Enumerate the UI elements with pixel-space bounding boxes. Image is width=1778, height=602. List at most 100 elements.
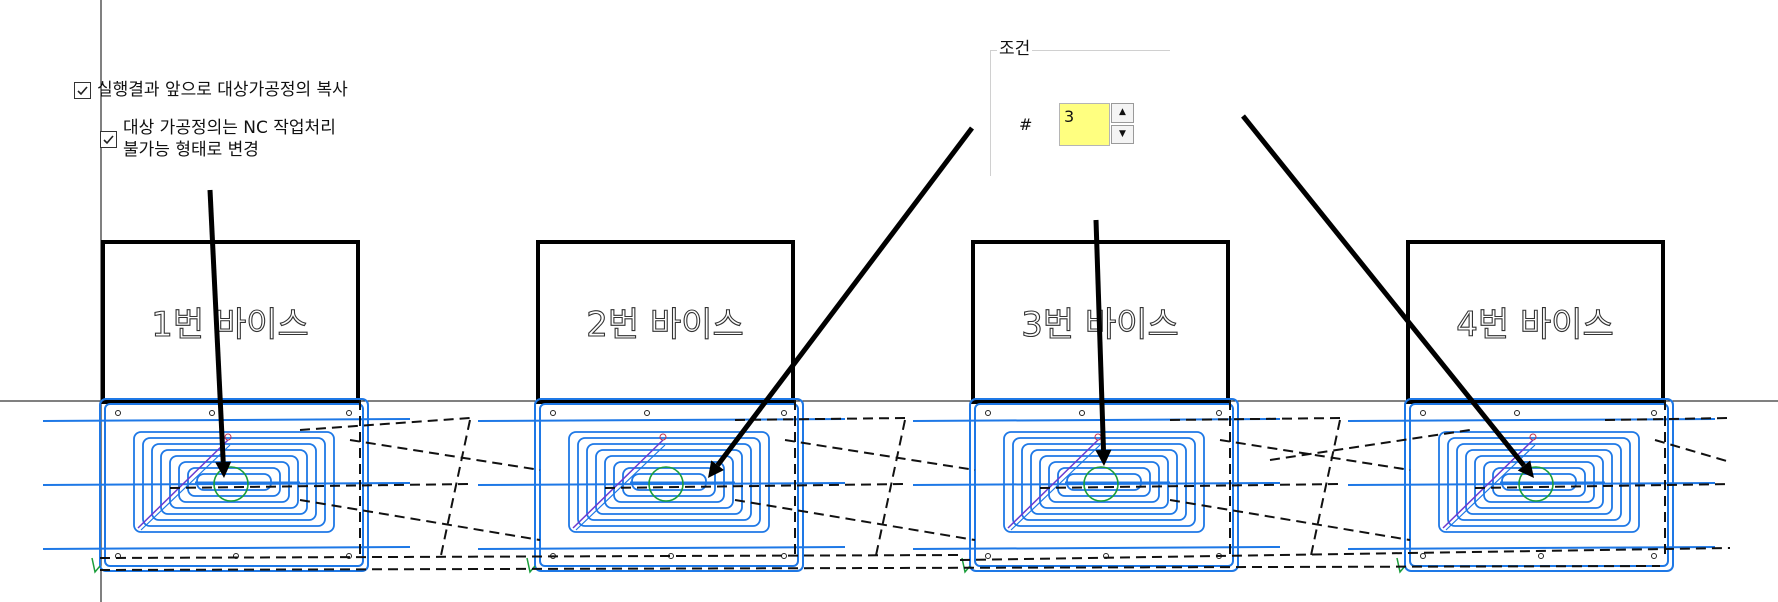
arrow-head [1517, 460, 1534, 478]
annotation-arrows [207, 114, 1534, 478]
rapid-move [299, 499, 541, 541]
spin-up-button[interactable]: ▲ [1111, 103, 1134, 123]
vise-body [101, 240, 360, 404]
annotation-arrow [708, 126, 974, 478]
tool-circle [1083, 466, 1119, 502]
pocket-pass [1465, 449, 1613, 515]
rapid-move [299, 417, 471, 431]
rapid-move [439, 419, 471, 561]
plunge-line [1010, 444, 1101, 531]
entry-point [1094, 433, 1102, 441]
vise-label: 4번 바이스 [1456, 305, 1614, 345]
vise-label: 2번 바이스 [586, 305, 744, 345]
rapid-move [99, 565, 1661, 571]
clamp-mark [1651, 553, 1657, 559]
count-spinner[interactable]: 3 ▲ ▼ [1059, 103, 1134, 146]
rapid-move [734, 417, 906, 421]
arrow-head [1095, 449, 1112, 466]
nc-disable-option[interactable]: 대상 가공정의는 NC 작업처리 불가능 형태로 변경 [100, 117, 336, 161]
pocket-pass [586, 443, 752, 521]
clamp-mark [550, 410, 556, 416]
clamp-mark [1514, 410, 1520, 416]
vise-group[interactable]: 2번 바이스 [477, 240, 846, 574]
chevron-down-icon: ▼ [1119, 128, 1126, 139]
rapid-move [874, 419, 906, 561]
spin-down-button[interactable]: ▼ [1111, 124, 1134, 144]
pocket-pass [160, 449, 308, 515]
rapid-move [349, 439, 541, 471]
rapid-move [784, 439, 976, 471]
pocket-pass [1447, 437, 1631, 527]
arrow-head [215, 461, 232, 478]
vise-label: 1번 바이스 [151, 305, 309, 345]
copy-result-option[interactable]: 실행결과 앞으로 대상가공정의 복사 [74, 79, 348, 101]
rapid-move [1269, 429, 1471, 461]
clamp-mark [346, 410, 352, 416]
clamp-mark [1420, 410, 1426, 416]
toolpath-line [1347, 546, 1716, 550]
plunge-line [140, 444, 231, 531]
clamp-mark [1538, 553, 1544, 559]
copy-result-checkbox[interactable] [74, 82, 91, 99]
clamp-mark [209, 410, 215, 416]
rapid-move [169, 483, 471, 489]
rapid-move [1604, 417, 1731, 421]
pocket-pass [151, 443, 317, 521]
start-marker [91, 557, 101, 574]
vise-group[interactable]: 4번 바이스 [1347, 240, 1716, 574]
clamp-mark [644, 410, 650, 416]
clamp-mark [1420, 553, 1426, 559]
arrow-head [708, 460, 725, 478]
entry-point [224, 433, 232, 441]
pocket-pass [1438, 431, 1640, 533]
rapid-move [1309, 419, 1341, 561]
annotation-arrow [207, 189, 232, 478]
rapid-move [1169, 499, 1411, 541]
rapid-move [604, 483, 906, 489]
count-input[interactable]: 3 [1059, 103, 1110, 146]
plunge-line [572, 439, 664, 529]
nc-disable-label-line-2: 불가능 형태로 변경 [123, 140, 259, 160]
rapid-move [99, 554, 961, 559]
plunge-line [1445, 444, 1536, 531]
pocket-pass [142, 437, 326, 527]
arrow-shaft [1093, 219, 1106, 451]
start-marker [1396, 557, 1406, 574]
pocket-pass [595, 449, 743, 515]
copy-result-label: 실행결과 앞으로 대상가공정의 복사 [97, 80, 348, 100]
annotation-arrow [1093, 219, 1112, 466]
pocket-pass [1456, 443, 1622, 521]
rapid-move [1169, 417, 1341, 421]
checkmark-icon [77, 86, 88, 96]
clamp-mark [1079, 410, 1085, 416]
rapid-move [959, 547, 1731, 561]
arrow-shaft [1241, 114, 1526, 468]
plunge-line [137, 439, 229, 529]
condition-group-title: 조건 [997, 39, 1033, 59]
clamp-mark [985, 410, 991, 416]
tool-circle [1518, 466, 1554, 502]
rapid-move [1039, 483, 1341, 489]
rapid-move [1219, 439, 1411, 471]
checkmark-icon [103, 135, 114, 145]
toolpath-line [42, 418, 411, 422]
clamp-mark [1216, 410, 1222, 416]
tool-circle [648, 466, 684, 502]
rapid-move [1654, 439, 1731, 463]
nc-disable-checkbox[interactable] [100, 131, 117, 148]
pocket-pass [568, 431, 770, 533]
vise-group[interactable]: 1번 바이스 [42, 240, 411, 574]
count-label: # [1019, 115, 1033, 134]
pocket-pass [133, 431, 335, 533]
start-marker [526, 557, 536, 574]
tool-circle [213, 466, 249, 502]
plunge-line [1007, 439, 1099, 529]
clamp-mark [781, 553, 787, 559]
clamp-mark [1651, 410, 1657, 416]
vise-body [536, 240, 795, 404]
nc-disable-label-line-1: 대상 가공정의는 NC 작업처리 [123, 118, 336, 138]
toolpath-line [912, 546, 1281, 550]
clamp-mark [346, 553, 352, 559]
